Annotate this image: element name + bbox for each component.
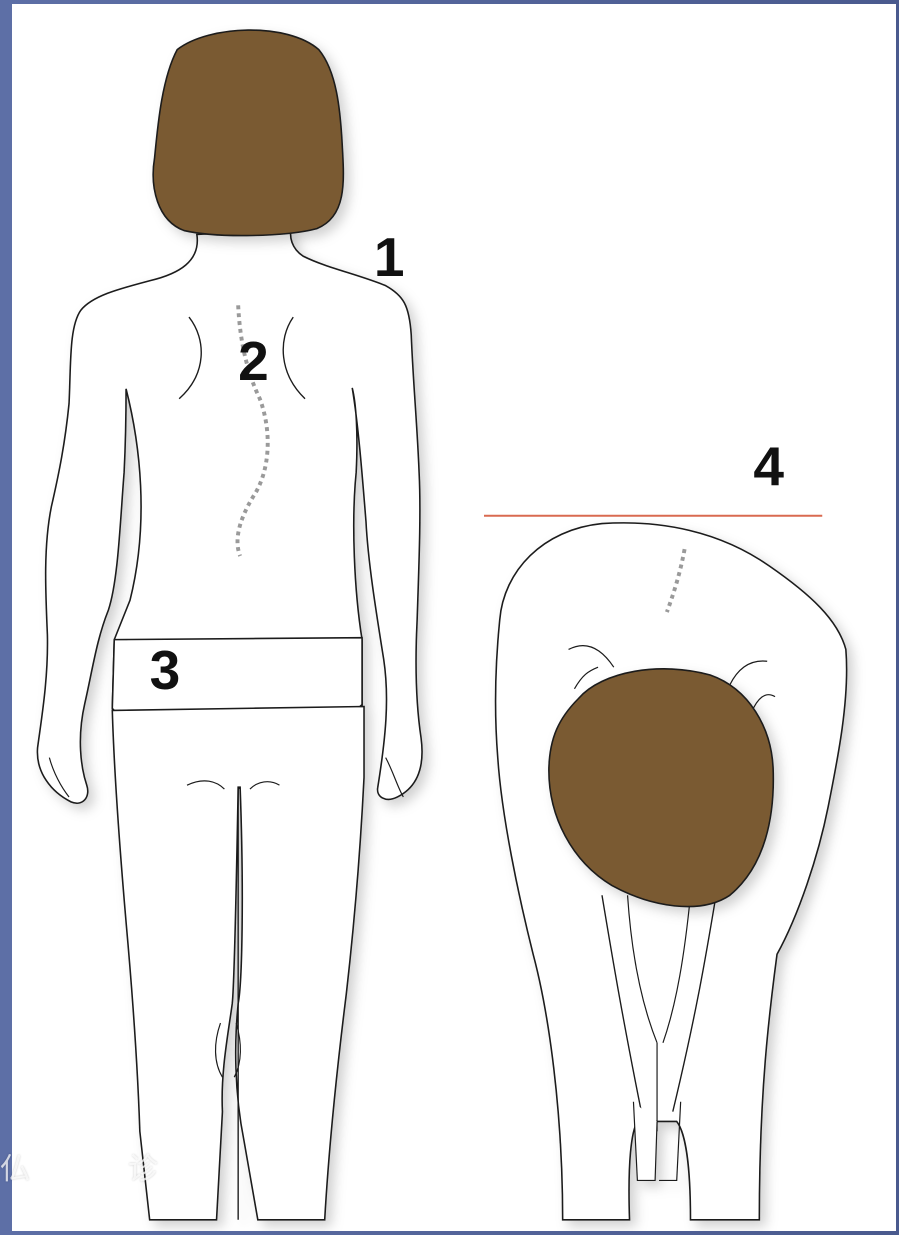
marker-4: 4 — [753, 435, 784, 497]
standing-figure — [37, 229, 422, 1220]
scoliosis-screening-illustration: 1 2 3 4 — [12, 4, 896, 1231]
marker-1: 1 — [374, 226, 405, 288]
marker-2: 2 — [238, 330, 269, 392]
marker-3: 3 — [150, 639, 181, 701]
watermark-text: 仏 诊 — [0, 1148, 220, 1192]
diagram-canvas: 1 2 3 4 — [12, 4, 896, 1231]
standing-head-hair — [153, 30, 343, 235]
